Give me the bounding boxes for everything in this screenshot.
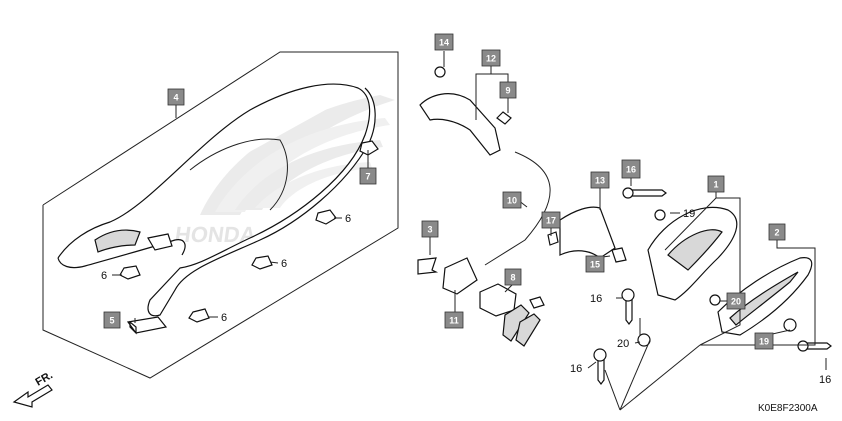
svg-text:2: 2 [774,228,779,238]
callout-8: 8 [504,268,522,286]
seat-rubber-parts [119,140,379,323]
svg-text:16: 16 [626,165,636,175]
callout-6-d: 6 [221,312,227,324]
seat-lock-hook-bracket [419,66,512,156]
callout-2: 2 [768,223,786,241]
leader-lines [112,51,827,411]
svg-text:3: 3 [427,225,432,235]
seat [57,83,376,317]
seat-assembly-outline [42,51,399,379]
callout-19-boxed: 19 [754,332,774,350]
callout-6-c-plain: 6 [281,258,287,270]
svg-text:1: 1 [713,180,718,190]
callout-1: 1 [707,175,725,193]
svg-text:13: 13 [595,176,605,186]
svg-text:4: 4 [173,93,178,103]
grab-rail-left [647,206,738,301]
callout-7: 7 [359,167,377,185]
callout-12: 12 [481,49,501,67]
svg-text:12: 12 [486,54,496,64]
svg-text:7: 7 [365,172,370,182]
callout-13: 13 [590,171,610,189]
svg-text:20: 20 [731,297,741,307]
svg-text:8: 8 [510,273,515,283]
svg-text:9: 9 [505,86,510,96]
callout-4: 4 [167,88,185,106]
grab-rail-right [717,257,813,336]
svg-text:15: 15 [590,260,600,270]
callout-16-boxed: 16 [621,159,641,179]
callout-16-plain-b: 16 [570,363,582,375]
seat-cushion-block [126,316,168,335]
svg-text:14: 14 [439,38,449,48]
callout-17: 17 [541,211,561,229]
callout-9: 9 [499,81,517,99]
svg-text:17: 17 [546,216,556,226]
cable-clip [417,257,439,275]
svg-text:5: 5 [109,316,114,326]
callout-20-plain: 20 [617,338,629,350]
seat-lock-cover [442,257,478,295]
bolts-and-collars [593,187,832,385]
seat-lock-cylinder-keys [479,283,545,347]
callout-6-a: 6 [345,213,351,225]
front-direction-label: FR. [34,369,55,388]
svg-text:11: 11 [449,316,459,326]
diagram-code: K0E8F2300A [758,403,818,414]
callout-15: 15 [585,255,605,273]
callout-3: 3 [421,220,439,238]
callout-5: 5 [103,311,121,329]
front-direction-arrow: FR. [12,369,55,408]
seat-lock-cable [484,151,551,266]
callout-6-b: 6 [101,270,107,282]
callout-10: 10 [502,191,522,209]
callout-14: 14 [434,33,454,51]
callout-16-plain-a: 16 [590,293,602,305]
svg-text:19: 19 [759,337,769,347]
svg-text:10: 10 [507,196,517,206]
callout-19-plain: 19 [683,208,695,220]
callout-16-plain-c: 16 [819,374,831,386]
callout-11: 11 [444,311,464,329]
callout-20-boxed: 20 [726,292,746,310]
